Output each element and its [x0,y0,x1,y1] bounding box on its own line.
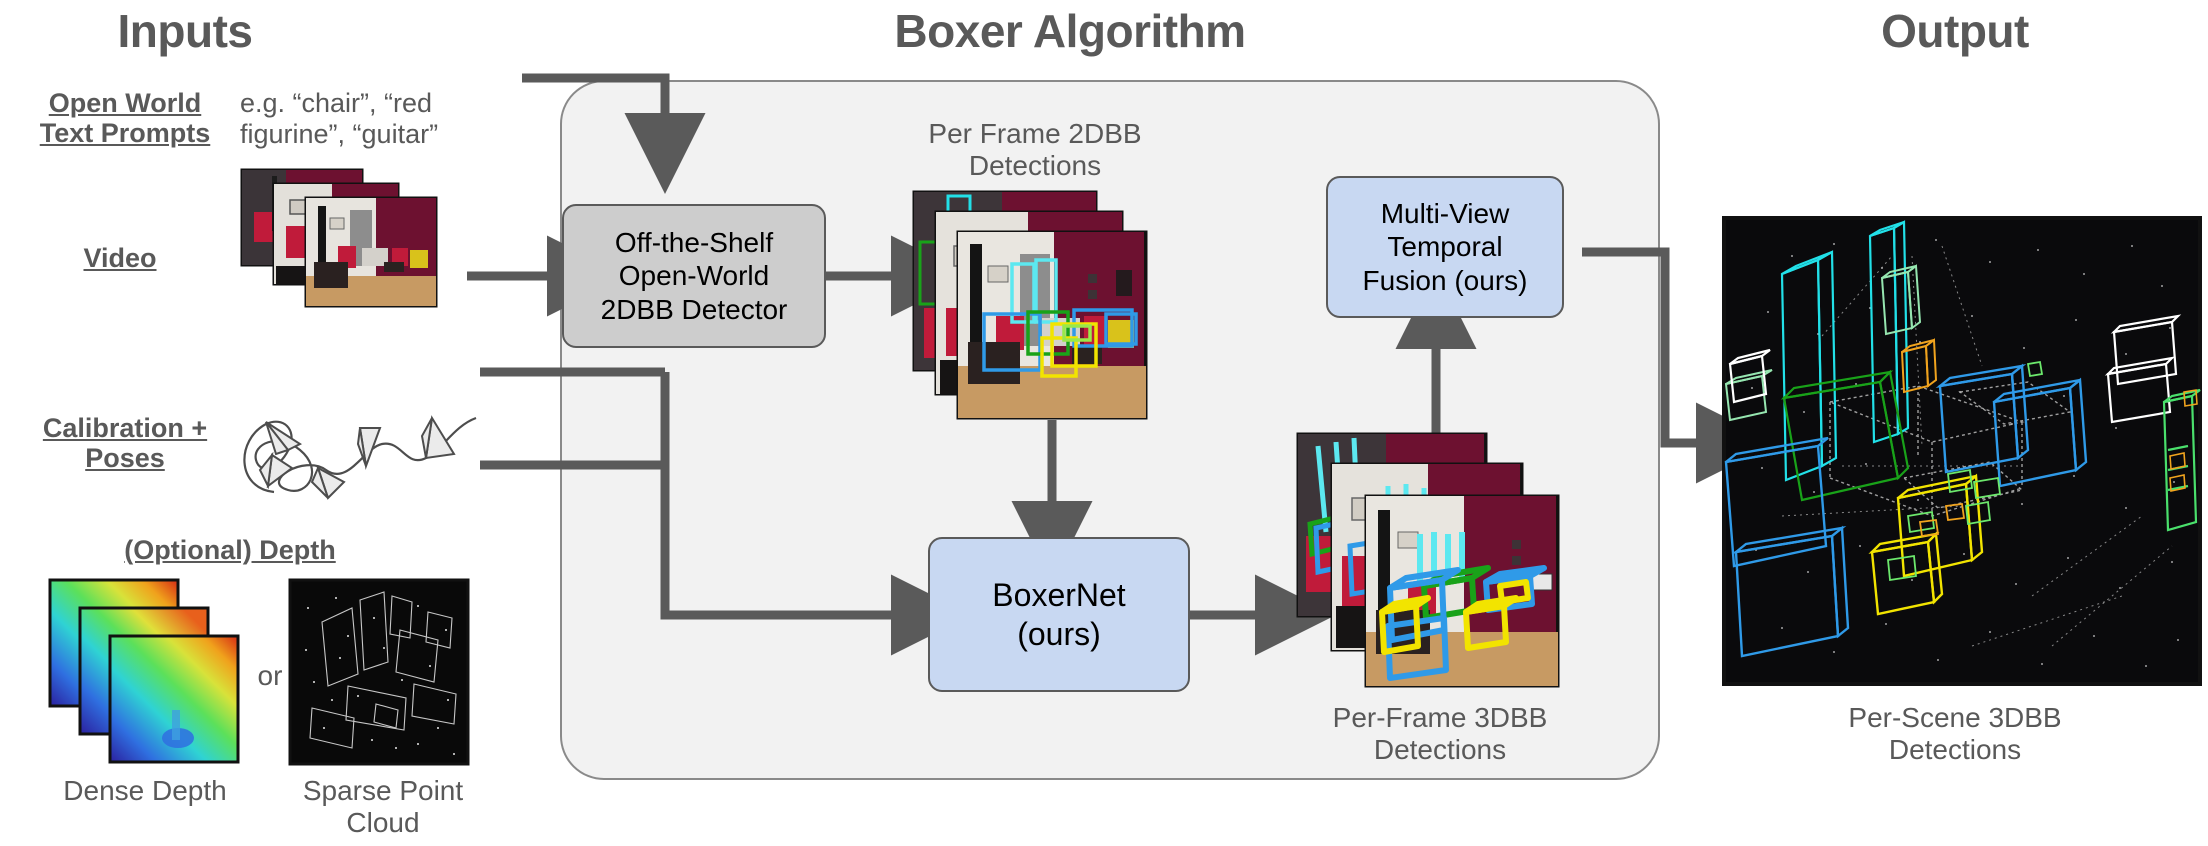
per-frame-3dbb-image-stack [1296,432,1560,688]
open-world-text-prompts-label: Open World Text Prompts [39,88,211,149]
calibration-poses-label: Calibration + Poses [42,413,208,474]
or-separator-label: or [257,660,283,691]
text-prompt-examples: e.g. “chair”, “red figurine”, “guitar” [240,88,439,150]
output-section-title: Output [1881,5,2029,57]
algorithm-section-title: Boxer Algorithm [894,5,1246,57]
sparse-point-cloud-caption: Sparse Point Cloud [302,775,464,839]
camera-trajectory-illustration [243,415,477,500]
sparse-point-cloud-image [288,578,470,766]
per-frame-2dbb-image-stack [912,190,1148,420]
inputs-section-title: Inputs [117,5,253,57]
optional-depth-label: (Optional) Depth [124,535,336,565]
per-scene-3dbb-caption: Per-Scene 3DBB Detections [1848,702,2062,766]
multiview-temporal-fusion-node[interactable]: Multi-View Temporal Fusion (ours) [1326,176,1564,318]
dense-depth-stack [48,578,240,764]
per-frame-3dbb-caption: Per-Frame 3DBB Detections [1332,702,1548,766]
off-the-shelf-detector-node[interactable]: Off-the-Shelf Open-World 2DBB Detector [562,204,826,348]
boxernet-node[interactable]: BoxerNet (ours) [928,537,1190,692]
dense-depth-caption: Dense Depth [63,775,227,806]
video-frame-stack [240,168,438,308]
video-label: Video [83,243,157,273]
per-frame-2dbb-caption: Per Frame 2DBB Detections [928,118,1142,182]
output-scene-3dbb-visualization [1722,216,2202,686]
